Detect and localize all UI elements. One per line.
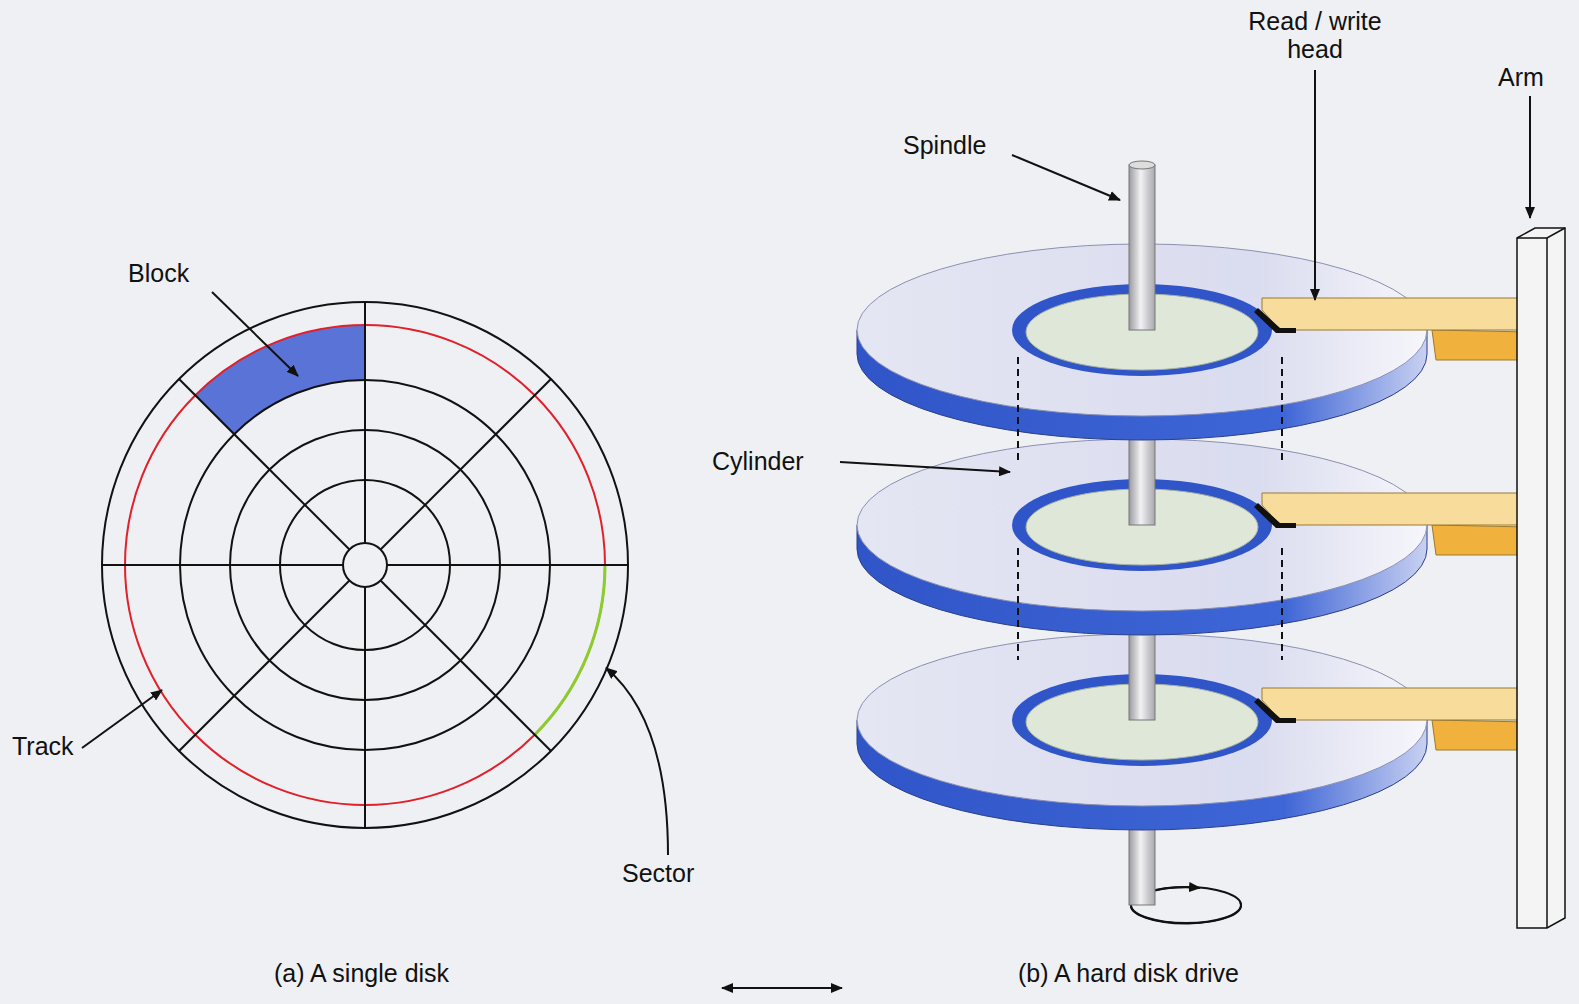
sector-line [102,564,343,566]
sector-highlight [535,565,605,735]
sector-line [364,302,366,543]
leader-lines [82,70,1530,988]
head-tip [1254,503,1296,528]
spindle-top [1129,161,1155,169]
arm [1517,228,1565,928]
cylinder-line [1017,548,1019,660]
single-disk [102,302,628,828]
track-circle [343,543,387,587]
spindle [1129,165,1155,330]
caption-b: (b) A hard disk drive [1018,960,1239,988]
sector-label: Sector [622,860,694,888]
sector-line [381,379,551,549]
sector-line [179,581,349,751]
head-tip [1254,308,1296,333]
cylinder-label: Cylinder [712,448,804,476]
head-label: Read / write head [1225,8,1405,63]
read-write-head [1262,298,1535,330]
sector-line [381,581,551,751]
arm-label: Arm [1498,64,1544,92]
head-tip [1254,698,1296,723]
sector-line [364,587,366,828]
cylinder-line [1281,548,1283,660]
sector-line [179,379,349,549]
hard-disk-drive [857,161,1565,928]
cylinder-line [1281,357,1283,462]
arm-edge [1517,228,1565,238]
sector-line [387,564,628,566]
read-write-head [1262,493,1535,525]
caption-a: (a) A single disk [274,960,449,988]
track-label: Track [12,733,74,761]
block-label: Block [128,260,189,288]
track-circle [102,302,628,828]
cylinder-line [1017,357,1019,462]
spindle-label: Spindle [903,132,986,160]
arm-edge [1546,238,1548,928]
read-write-head [1262,688,1535,720]
